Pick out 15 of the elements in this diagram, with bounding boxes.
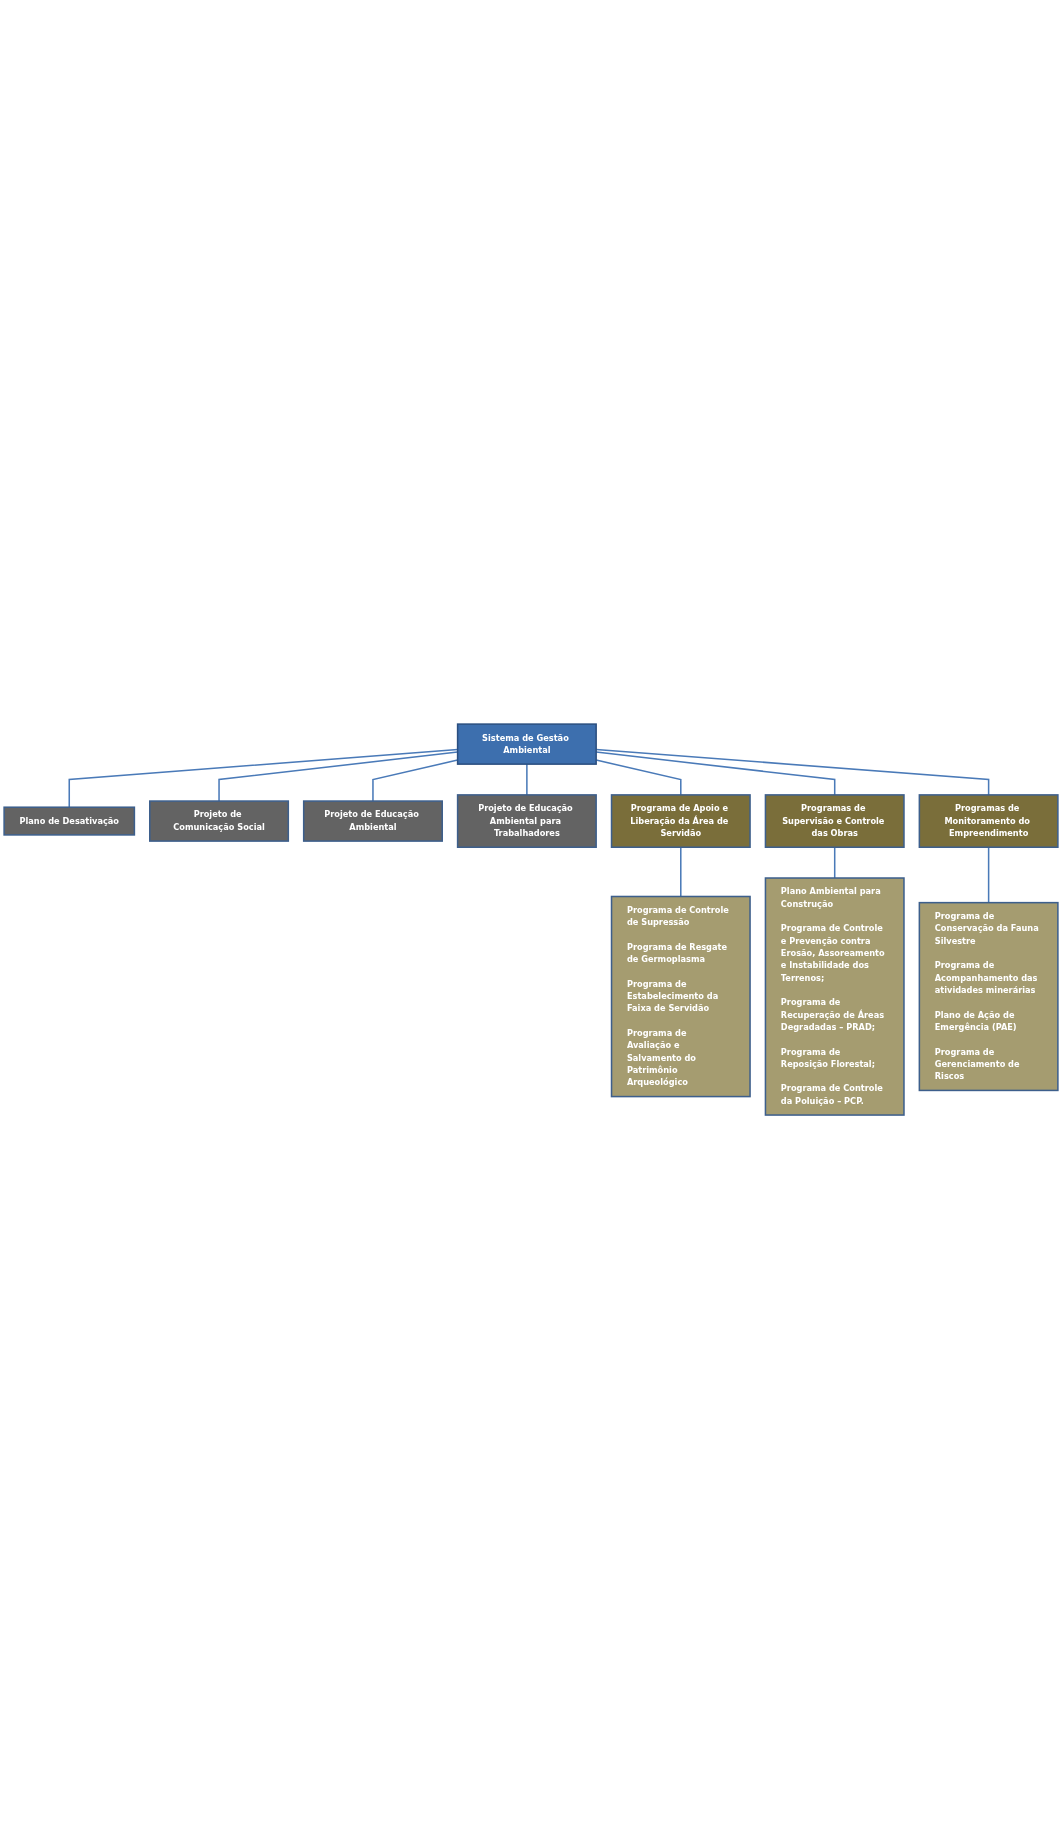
node-box: Programas de Supervisão e Controle das Obras <box>764 794 905 848</box>
connector <box>526 763 528 796</box>
node-box: Sistema de Gestão Ambiental <box>456 723 597 765</box>
node-box: Programa de Conservação da Fauna Silvestre Programa de Acompanhamento das atividades minerárias Plano de Ação de Emergência (PAE) Programa de Gerenciamento de Riscos <box>918 901 1059 1092</box>
node-box: Plano Ambiental para Construção Programa de Controle e Prevenção contra Erosão, Assoreamento e Instabilidade dos Terrenos; Programa de Recuperação de Áreas Degradadas – PRAD; Programa de Reposição Florestal; Programa de Controle da Poluição – PCP. <box>764 877 905 1116</box>
connector <box>987 846 990 904</box>
connector <box>680 846 682 898</box>
node-box: Plano de Desativação <box>3 806 136 836</box>
node-box: Programa de Apoio e Liberação da Área de Servidão <box>610 794 751 848</box>
node-box: Projeto de Educação Ambiental para Trabalhadores <box>456 794 597 848</box>
node-box: Programas de Monitoramento do Empreendimento <box>918 794 1059 848</box>
connector <box>833 846 836 879</box>
node-box: Projeto de Comunicação Social <box>149 800 290 842</box>
node-box: Projeto de Educação Ambiental <box>302 800 443 842</box>
node-box: Programa de Controle de Supressão Programa de Resgate de Germoplasma Programa de Estabelecimento da Faixa de Servidão Programa de Avaliação e Salvamento do Patrimônio Arqueológico <box>610 895 751 1098</box>
